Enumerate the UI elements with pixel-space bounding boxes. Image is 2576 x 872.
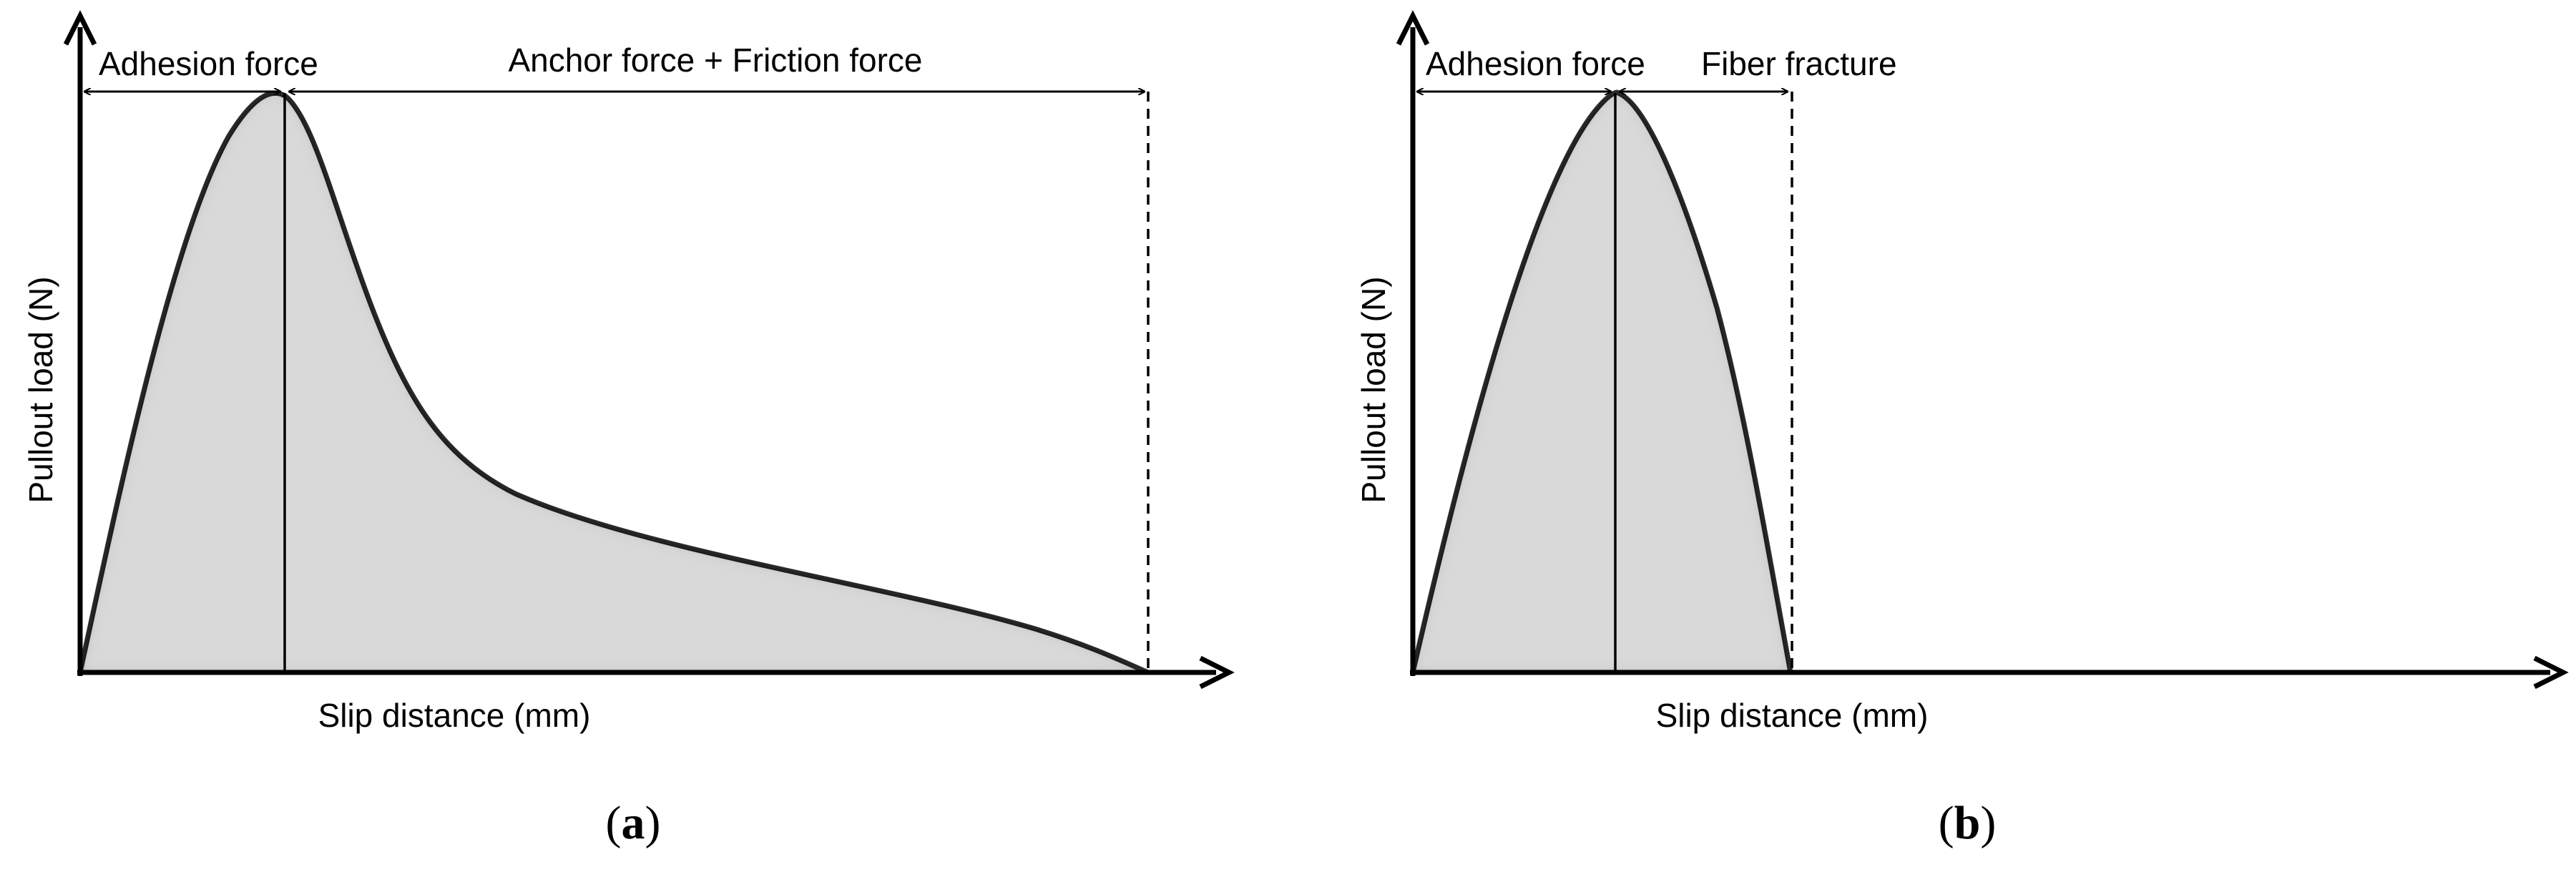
panel-a-load-curve <box>77 90 1151 675</box>
panel-b-caption: (b) <box>1939 797 1997 849</box>
panel-b-x-axis-arrowhead <box>2533 655 2569 690</box>
panel-b-adhesion-label: Adhesion force <box>1426 45 1645 82</box>
panel-a-x-axis-arrowhead <box>1199 655 1235 690</box>
panel-b-fiber-fracture-label: Fiber fracture <box>1701 45 1897 82</box>
panel-a-anchor-friction-label: Anchor force + Friction force <box>508 41 922 79</box>
panel-a-caption: (a) <box>606 797 661 849</box>
panel-a-y-axis-label: Pullout load (N) <box>22 276 59 503</box>
panel-b-x-axis-label: Slip distance (mm) <box>1656 697 1929 734</box>
panel-b-y-axis-label: Pullout load (N) <box>1355 276 1392 503</box>
panel-b: Adhesion force Fiber fracture Slip dista… <box>1355 10 2569 849</box>
panel-a-y-axis-arrowhead <box>63 10 97 46</box>
panel-a-x-axis-label: Slip distance (mm) <box>318 697 591 734</box>
panel-b-y-axis-arrowhead <box>1396 10 1430 46</box>
panel-a: Adhesion force Anchor force + Friction f… <box>22 10 1235 849</box>
panel-b-load-curve <box>1410 89 1793 675</box>
panel-a-adhesion-label: Adhesion force <box>99 45 318 82</box>
